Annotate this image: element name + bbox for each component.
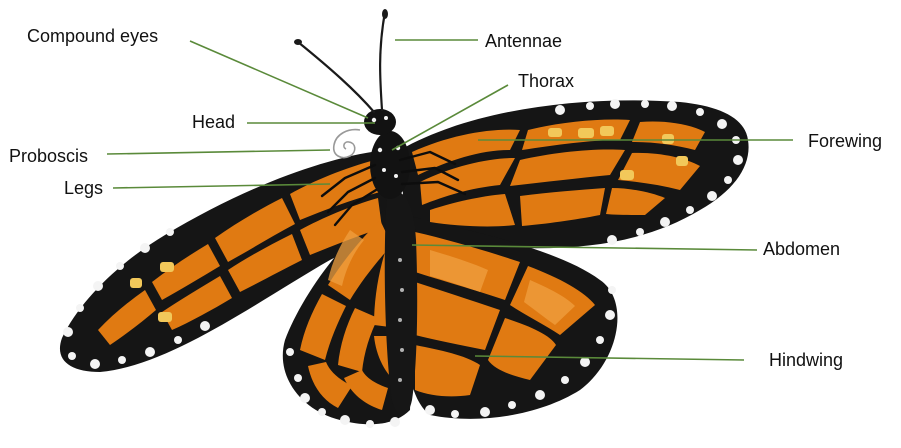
label-abdomen: Abdomen [763, 239, 840, 259]
antennae-shapes [298, 12, 385, 112]
label-forewing: Forewing [808, 131, 882, 151]
head-shape [364, 109, 396, 135]
label-compound-eyes: Compound eyes [27, 26, 158, 46]
label-legs: Legs [64, 178, 103, 198]
label-hindwing: Hindwing [769, 350, 843, 370]
label-antennae: Antennae [485, 31, 562, 51]
leader-proboscis [107, 150, 330, 154]
label-proboscis: Proboscis [9, 146, 88, 166]
label-thorax: Thorax [518, 71, 574, 91]
label-head: Head [192, 112, 235, 132]
proboscis-coil [334, 130, 360, 158]
